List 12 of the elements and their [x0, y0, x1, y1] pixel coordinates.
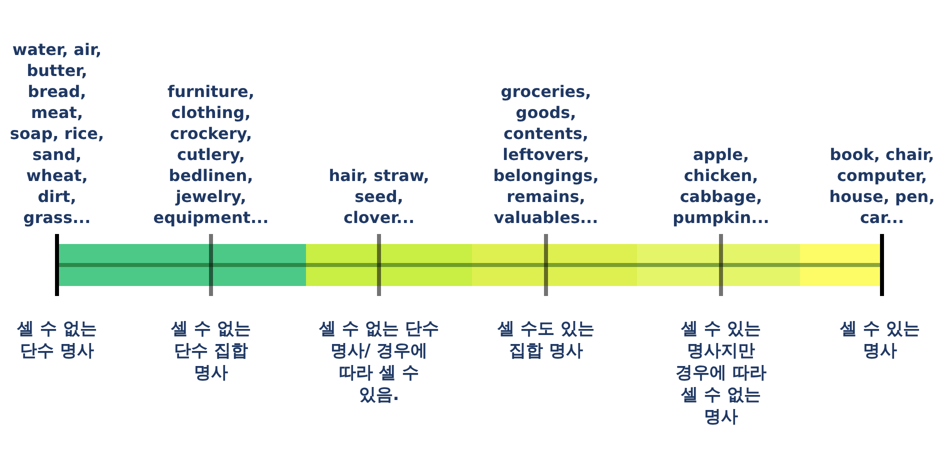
example-words: book, chair, computer, house, pen, car...: [828, 144, 936, 228]
example-words: water, air, butter, bread, meat, soap, rice, sand, wheat, dirt, grass...: [8, 39, 106, 228]
example-words: apple, chicken, cabbage, pumpkin...: [672, 144, 770, 228]
category-label: 셀 수 없는 단수 집합 명사: [170, 318, 252, 384]
category-label: 셀 수 없는 단수 명사/ 경우에 따라 셀 수 있음.: [319, 318, 439, 406]
category-label: 셀 수 있는 명사: [839, 318, 921, 362]
example-words: furniture, clothing, crockery, cutlery, bedlinen, jewelry, equipment...: [152, 81, 270, 228]
example-words: hair, straw, seed, clover...: [328, 165, 430, 228]
category-label: 셀 수 있는 명사지만 경우에 따라 셀 수 없는 명사: [674, 318, 768, 428]
example-words: groceries, goods, contents, leftovers, belongings, remains, valuables...: [492, 81, 600, 228]
category-label: 셀 수 없는 단수 명사: [16, 318, 98, 362]
category-label: 셀 수도 있는 집합 명사: [496, 318, 596, 362]
